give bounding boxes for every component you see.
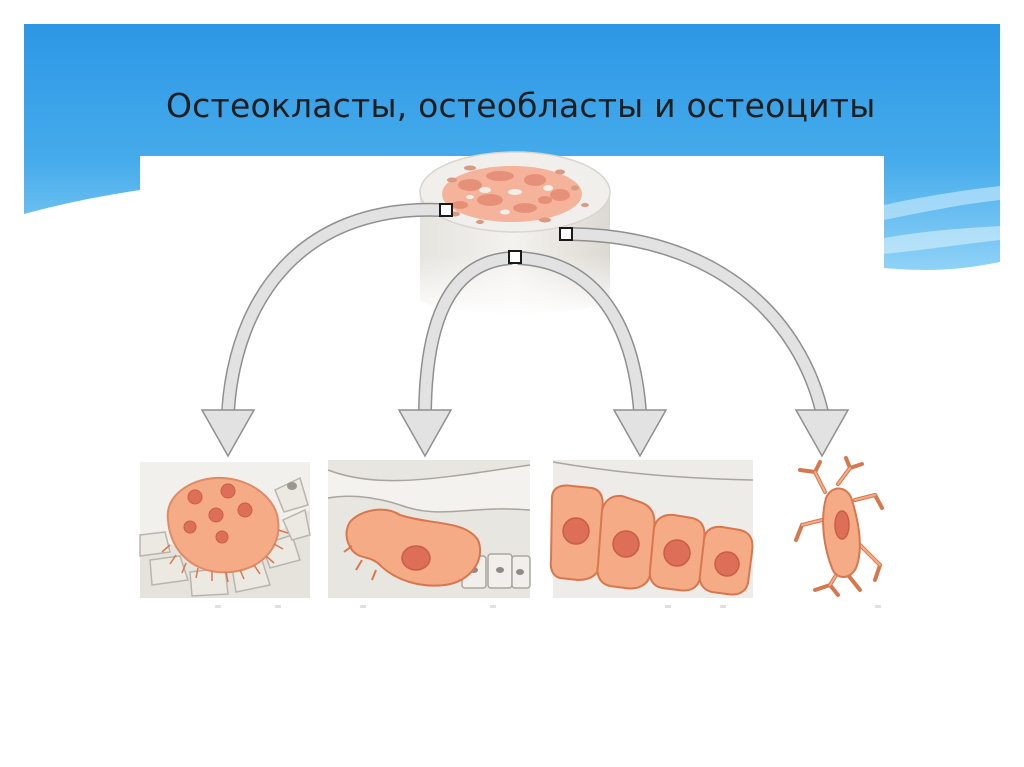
header-wave: [884, 186, 1000, 220]
header-band: [24, 24, 1000, 270]
lining-cells-icon: [549, 460, 754, 598]
marker-square-2: [508, 250, 522, 264]
marker-square-1: [439, 203, 453, 217]
arrow-to-lining: [517, 251, 668, 458]
arrow-to-osteoblast: [397, 251, 513, 458]
osteoclast-cell-icon: [139, 462, 311, 598]
arrow-to-osteoclast: [200, 202, 441, 458]
osteoblast-cell-icon: [327, 460, 531, 598]
arrows: [200, 202, 850, 458]
marker-square-3: [559, 227, 573, 241]
osteocyte-cell-icon: [794, 456, 884, 597]
slide-title: Остеокласты, остеобласты и остеоциты: [166, 86, 876, 125]
arrow-to-osteocyte: [569, 227, 850, 458]
cropped-caption-remnants: [215, 605, 881, 608]
header-wave-2: [884, 226, 1000, 254]
